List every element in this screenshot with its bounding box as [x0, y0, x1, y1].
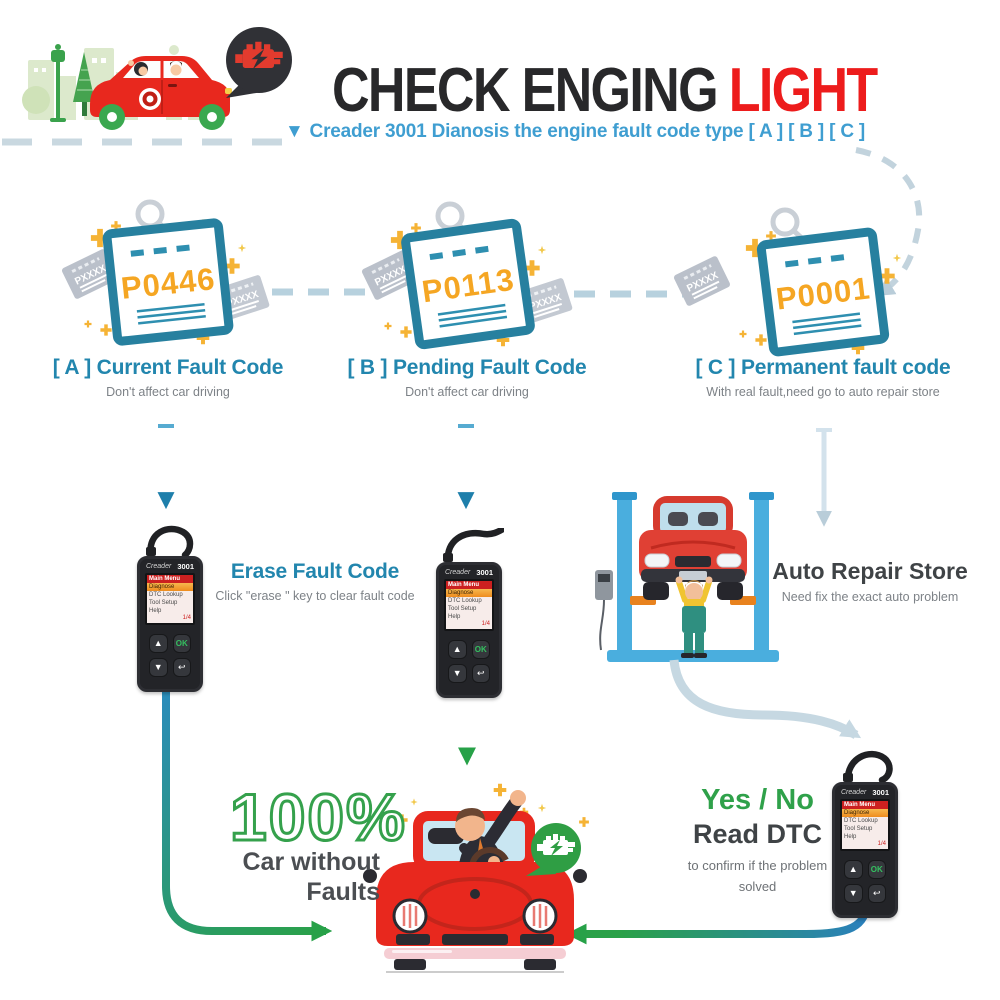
ok-button: OK [471, 640, 490, 659]
device-screen: Main Menu Diagnose DTC Lookup Tool Setup… [145, 573, 195, 625]
device-brand: Creader [146, 563, 172, 570]
mini-code-card: PXXXX [61, 249, 119, 299]
arrow-b-down [457, 424, 475, 510]
lift-post [617, 498, 632, 654]
down-arrow-button: ▼ [448, 664, 467, 683]
mechanic-figure [675, 576, 713, 658]
headlight-icon [392, 898, 558, 934]
obd-scanner-device-1: Creader 3001 Main Menu Diagnose DTC Looku… [135, 522, 205, 692]
triangle-marker-icon: ▼ [284, 121, 304, 142]
lifted-car [639, 496, 747, 600]
fault-card-group-a: PXXXX PXXXX P0446 [61, 199, 270, 346]
arrow-device3-to-car [565, 899, 871, 945]
back-button: ↩ [867, 884, 886, 903]
read-dtc-title: Read DTC [692, 819, 822, 849]
repair-store-title: Auto Repair Store [772, 558, 968, 584]
lift-post [754, 498, 769, 654]
result-line2: Faults [306, 878, 380, 907]
device-brand: Creader [841, 789, 867, 796]
title-dark-part: CHECK ENGING [332, 56, 719, 125]
ok-button: OK [867, 860, 886, 879]
device-cable [443, 528, 504, 562]
fault-card-group-b: PXXXX PXXXX P0113 [361, 201, 573, 350]
screen-item-selected: Diagnose [446, 589, 492, 597]
device-brand: Creader [445, 569, 471, 576]
arrow-a-down [157, 424, 175, 510]
screen-item-selected: Diagnose [842, 809, 888, 817]
fault-c-desc: With real fault,need go to auto repair s… [706, 385, 940, 399]
arrow-store-to-device3 [669, 659, 862, 739]
erase-fault-code-label: Erase Fault Code Click "erase " key to c… [200, 560, 430, 603]
pine-tree-icon [73, 52, 95, 116]
fault-type-b-label: [ B ] Pending Fault Code Don't affect ca… [317, 356, 617, 399]
device-model: 3001 [177, 562, 194, 571]
arrow-device1-to-car [162, 690, 333, 942]
car-wheel-icon [99, 104, 225, 130]
title-red-part: LIGHT [728, 56, 879, 125]
up-arrow-button: ▲ [448, 640, 467, 659]
obd-scanner-device-3: Creader 3001 Main Menu Diagnose DTC Looku… [830, 748, 900, 918]
fault-card-group-c: PXXXX PXXXX P0001 [673, 207, 902, 357]
page-subtitle: ▼Creader 3001 Dianosis the engine fault … [275, 121, 875, 143]
screen-title: Main Menu [842, 801, 888, 809]
screen-item-selected: Diagnose [147, 583, 193, 591]
repair-store-desc: Need fix the exact auto problem [781, 590, 959, 604]
back-button: ↩ [172, 658, 191, 677]
fault-code-card: P0446 [102, 218, 234, 346]
fault-b-title: [ B ] Pending Fault Code [347, 356, 587, 379]
fault-b-desc: Don't affect car driving [405, 385, 529, 399]
result-percent: 100% [229, 780, 407, 854]
fault-code-card: P0113 [401, 218, 535, 350]
yes-no-text: Yes / No [701, 784, 814, 816]
subtitle-text: Creader 3001 Dianosis the engine fault c… [309, 121, 866, 142]
lamp-post-icon [50, 44, 66, 122]
down-arrow-button: ▼ [149, 658, 168, 677]
erase-desc: Click "erase " key to clear fault code [215, 589, 415, 603]
device-cable [843, 750, 893, 782]
fault-type-a-label: [ A ] Current Fault Code Don't affect ca… [18, 356, 318, 399]
car-body [376, 862, 574, 946]
erase-title: Erase Fault Code [230, 560, 400, 583]
device-cable [146, 525, 194, 556]
fault-type-c-label: [ C ] Permanent fault code With real fau… [663, 356, 983, 399]
ok-button: OK [172, 634, 191, 653]
header-illustration [2, 27, 292, 146]
screen-page-indicator: 1/4 [481, 621, 490, 627]
device-screen: Main Menu Diagnose DTC Lookup Tool Setup… [444, 579, 494, 631]
read-dtc-block: Yes / No Read DTC to confirm if the prob… [655, 784, 860, 898]
screen-page-indicator: 1/4 [877, 841, 886, 847]
fault-c-title: [ C ] Permanent fault code [695, 356, 951, 379]
mini-code-card: PXXXX [673, 256, 731, 306]
check-engine-speech-bubble [226, 27, 292, 98]
fault-a-desc: Don't affect car driving [106, 385, 230, 399]
result-block: 100% Car without Faults [229, 780, 407, 907]
obd-scanner-device-2: Creader 3001 Main Menu Diagnose DTC Looku… [434, 528, 504, 698]
device-screen: Main Menu Diagnose DTC Lookup Tool Setup… [840, 799, 890, 851]
up-arrow-button: ▲ [149, 634, 168, 653]
device-model: 3001 [872, 788, 889, 797]
down-arrow-button: ▼ [844, 884, 863, 903]
screen-title: Main Menu [147, 575, 193, 583]
fault-code-card: P0001 [756, 227, 890, 357]
repair-store-illustration [595, 492, 779, 662]
arrow-c-down [815, 428, 833, 527]
up-arrow-button: ▲ [844, 860, 863, 879]
family-car-illustration [90, 56, 232, 130]
fixed-engine-speech-bubble [526, 823, 581, 876]
screen-title: Main Menu [446, 581, 492, 589]
happy-car-illustration [363, 783, 589, 973]
dashed-arc-connector [855, 147, 923, 297]
device-model: 3001 [476, 568, 493, 577]
fault-a-title: [ A ] Current Fault Code [52, 356, 284, 379]
auto-repair-store-label: Auto Repair Store Need fix the exact aut… [765, 558, 975, 604]
back-button: ↩ [471, 664, 490, 683]
screen-page-indicator: 1/4 [182, 615, 191, 621]
result-line1: Car without [242, 848, 381, 877]
